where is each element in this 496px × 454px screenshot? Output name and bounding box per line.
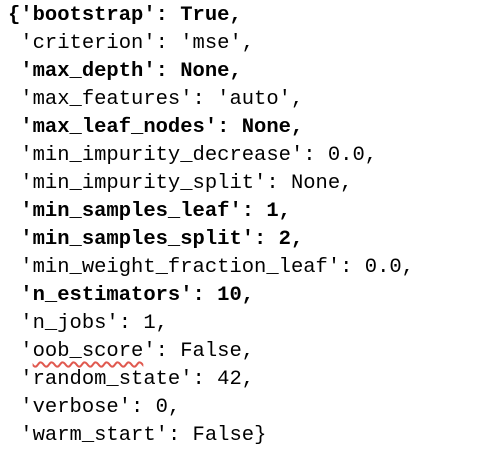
code-line-min-impurity-decrease: 'min_impurity_decrease': 0.0, [8, 142, 492, 170]
param-key: random_state [32, 368, 181, 391]
code-line-suffix: , [364, 144, 378, 167]
code-line-prefix: ' [8, 60, 33, 83]
key-separator: ': [106, 312, 144, 335]
key-separator: ': [241, 228, 279, 251]
code-line-n-jobs: 'n_jobs': 1, [8, 310, 492, 338]
param-value: False [180, 340, 242, 363]
code-line-warm-start: 'warm_start': False} [8, 422, 492, 450]
code-line-prefix: ' [8, 116, 33, 139]
code-line-prefix: ' [8, 256, 33, 279]
param-value: 0 [155, 396, 168, 419]
key-separator: ': [143, 4, 181, 27]
param-key: max_features [32, 88, 181, 111]
code-line-min-impurity-split: 'min_impurity_split': None, [8, 170, 492, 198]
code-output-block: {'bootstrap': True, 'criterion': 'mse', … [8, 2, 492, 450]
key-separator: ': [180, 284, 218, 307]
param-value: True [180, 4, 230, 27]
code-line-prefix: ' [8, 368, 33, 391]
param-key: n_jobs [32, 312, 107, 335]
param-key: warm_start [32, 424, 156, 447]
code-line-min-samples-split: 'min_samples_split': 2, [8, 226, 492, 254]
param-value: 0.0 [364, 256, 402, 279]
key-separator: ': [229, 200, 267, 223]
code-line-prefix: ' [8, 228, 33, 251]
param-key: bootstrap [32, 4, 144, 27]
key-separator: ': [290, 144, 328, 167]
code-line-suffix: , [229, 4, 242, 27]
param-value: 0.0 [327, 144, 365, 167]
code-line-prefix: ' [8, 396, 33, 419]
code-line-suffix: , [241, 284, 255, 307]
key-separator: ': [254, 172, 291, 195]
code-line-suffix: , [241, 32, 255, 55]
code-line-prefix: ' [8, 424, 33, 447]
code-line-oob-score: 'oob_score': False, [8, 338, 492, 366]
code-line-suffix: , [340, 172, 353, 195]
code-line-bootstrap: {'bootstrap': True, [8, 2, 492, 30]
code-line-prefix: ' [8, 284, 33, 307]
key-separator: ': [143, 340, 181, 363]
param-key: n_estimators [32, 284, 181, 307]
param-key: criterion [32, 32, 144, 55]
code-line-prefix: {' [8, 4, 33, 27]
param-key: verbose [32, 396, 119, 419]
code-line-min-weight-fraction-leaf: 'min_weight_fraction_leaf': 0.0, [8, 254, 492, 282]
param-value: False [192, 424, 255, 447]
code-line-prefix: ' [8, 172, 33, 195]
param-value: 1 [266, 200, 279, 223]
code-line-suffix: , [241, 340, 255, 363]
key-separator: ': [204, 116, 242, 139]
param-key: oob_score [32, 340, 144, 363]
key-separator: ': [143, 60, 181, 83]
code-line-prefix: ' [8, 200, 33, 223]
param-value: None [290, 172, 341, 195]
key-separator: ': [143, 32, 181, 55]
param-value: 1 [143, 312, 156, 335]
code-line-n-estimators: 'n_estimators': 10, [8, 282, 492, 310]
key-separator: ': [118, 396, 156, 419]
code-line-prefix: ' [8, 144, 33, 167]
param-key: max_leaf_nodes [32, 116, 205, 139]
param-key: min_samples_leaf [32, 200, 230, 223]
code-line-max-depth: 'max_depth': None, [8, 58, 492, 86]
code-line-suffix: , [290, 228, 304, 251]
code-line-suffix: } [254, 424, 267, 447]
code-line-prefix: ' [8, 312, 33, 335]
code-line-suffix: , [290, 116, 304, 139]
code-line-prefix: ' [8, 88, 33, 111]
code-line-max-features: 'max_features': 'auto', [8, 86, 492, 114]
key-separator: ': [155, 424, 193, 447]
code-line-suffix: , [241, 368, 255, 391]
param-value: None [241, 116, 291, 139]
code-line-criterion: 'criterion': 'mse', [8, 30, 492, 58]
param-value: 2 [278, 228, 291, 251]
param-value: 'mse' [180, 32, 242, 55]
param-value: 'auto' [217, 88, 291, 111]
key-separator: ': [180, 368, 218, 391]
param-value: 10 [217, 284, 242, 307]
param-value: 42 [217, 368, 242, 391]
key-separator: ': [327, 256, 365, 279]
code-line-min-samples-leaf: 'min_samples_leaf': 1, [8, 198, 492, 226]
param-key: min_impurity_split [32, 172, 255, 195]
code-line-suffix: , [167, 396, 181, 419]
code-line-prefix: ' [8, 32, 33, 55]
code-line-random-state: 'random_state': 42, [8, 366, 492, 394]
param-key: min_samples_split [32, 228, 242, 251]
code-line-verbose: 'verbose': 0, [8, 394, 492, 422]
code-line-suffix: , [229, 60, 242, 83]
code-line-prefix: ' [8, 340, 33, 363]
param-value: None [180, 60, 230, 83]
code-line-suffix: , [278, 200, 291, 223]
code-line-suffix: , [290, 88, 304, 111]
key-separator: ': [180, 88, 218, 111]
param-key: min_impurity_decrease [32, 144, 291, 167]
code-line-suffix: , [401, 256, 414, 279]
code-line-max-leaf-nodes: 'max_leaf_nodes': None, [8, 114, 492, 142]
param-key: min_weight_fraction_leaf [32, 256, 328, 279]
code-line-suffix: , [155, 312, 168, 335]
param-key: max_depth [32, 60, 144, 83]
